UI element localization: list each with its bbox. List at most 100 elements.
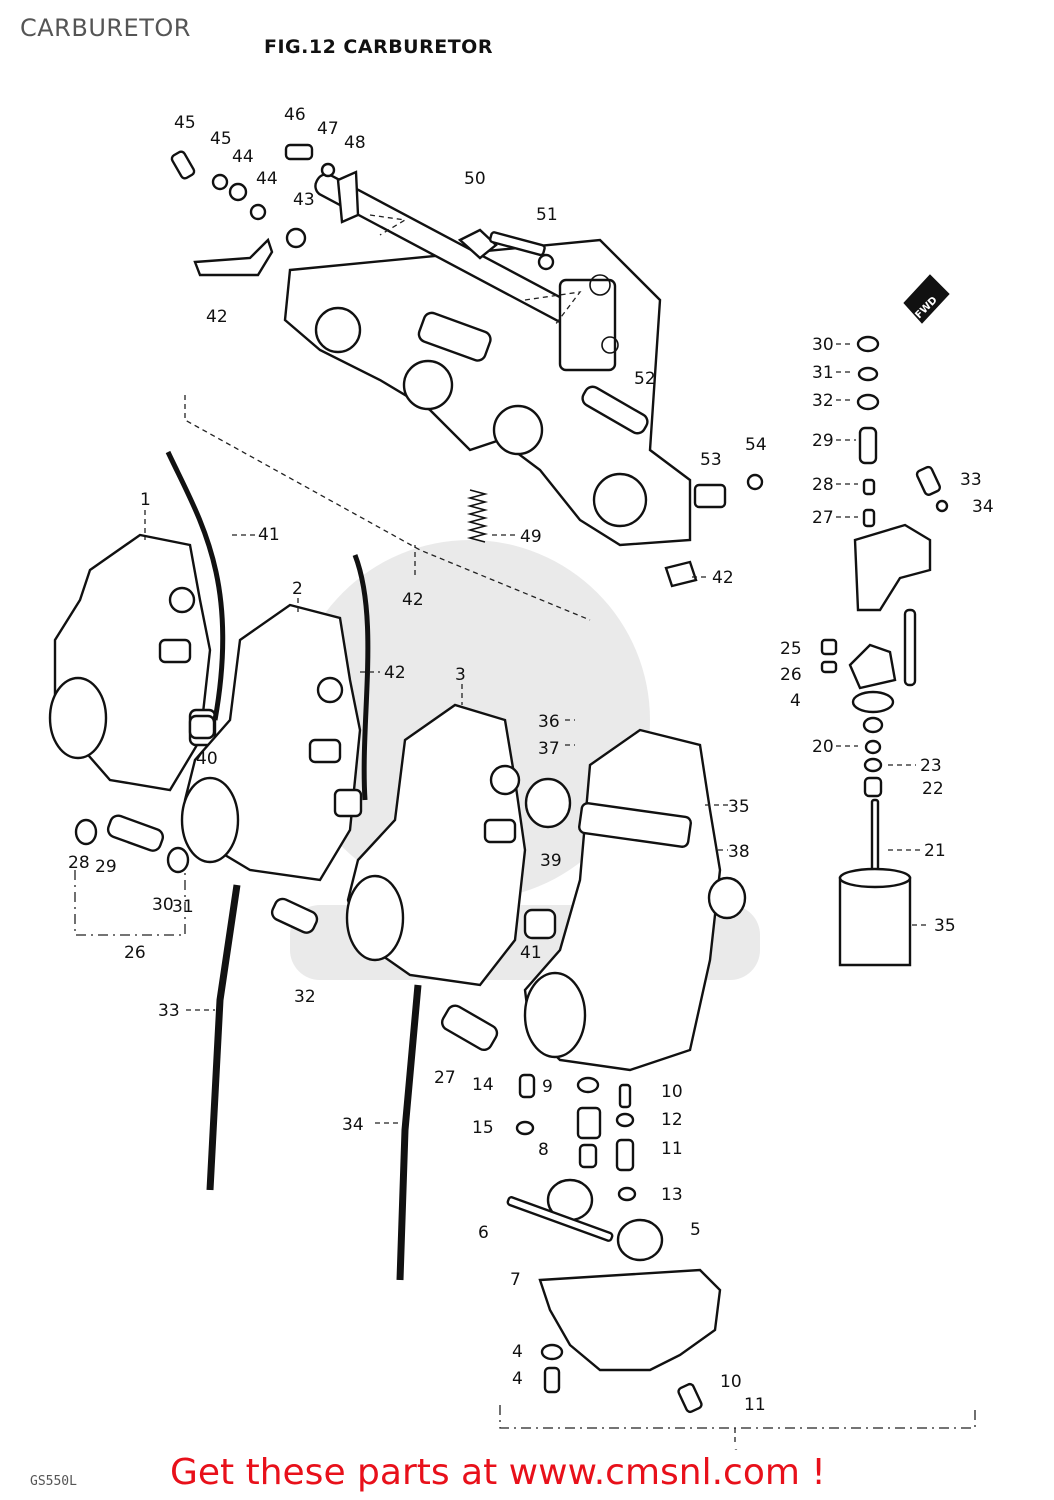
- callout-25-r: 25: [780, 639, 802, 659]
- cmsnl-parts-link[interactable]: Get these parts at www.cmsnl.com !: [170, 1452, 826, 1493]
- callout-42-b: 29: [95, 857, 117, 877]
- carburetor-body-3: [345, 703, 527, 987]
- callout-26-r: 26: [780, 665, 802, 685]
- carburetor-body-2: [180, 603, 363, 882]
- callout-52: 44: [256, 169, 278, 189]
- joint-pieces: [74, 814, 499, 1052]
- throttle-lever: [193, 237, 274, 277]
- callout-46: 41: [258, 525, 280, 545]
- callout-15: 11: [661, 1139, 683, 1159]
- hose-44-left: [206, 884, 241, 1191]
- carburetor-body-4: [523, 728, 747, 1072]
- callout-60: 50: [464, 169, 486, 189]
- callout-27-r: 27: [812, 508, 834, 528]
- callout-5: 4: [512, 1369, 523, 1389]
- callout-19: 15: [472, 1118, 494, 1138]
- callout-50: 42: [206, 307, 228, 327]
- bracket-4: [499, 1405, 976, 1429]
- callout-48: 42: [712, 568, 734, 588]
- fwd-arrow-icon: [903, 274, 950, 324]
- callout-30-r: 30: [812, 335, 834, 355]
- callout-33-r: 33: [960, 470, 982, 490]
- callout-39: 38: [728, 842, 750, 862]
- callout-32-r: 32: [812, 391, 834, 411]
- callout-2: 2: [292, 579, 303, 599]
- callout-45-mid: 41: [520, 943, 542, 963]
- callout-16: 12: [661, 1110, 683, 1130]
- callout-41-group: 26: [124, 943, 146, 963]
- callout-8: 6: [478, 1223, 489, 1243]
- callout-13: 9: [542, 1077, 553, 1097]
- figure-code: GS550L: [30, 1474, 77, 1489]
- callout-55: 45: [174, 113, 196, 133]
- cap-part: [524, 777, 572, 829]
- callout-labels-right: 30 31 32 29 28 27 33 34 25 26 4 20 23 22…: [780, 335, 994, 936]
- callout-63: 53: [700, 450, 722, 470]
- callout-28-r: 28: [812, 475, 834, 495]
- boot-part-45: [523, 908, 557, 940]
- callout-36: 35: [728, 797, 750, 817]
- callout-41-lower: 27: [434, 1068, 456, 1088]
- callout-61: 51: [536, 205, 558, 225]
- throttle-spring: [466, 489, 489, 543]
- boot-part-45b: [188, 714, 216, 740]
- callout-35-r: 35: [934, 916, 956, 936]
- hose-47: [352, 554, 371, 801]
- callout-45-left: 40: [196, 749, 218, 769]
- float-bowl-assembly: [506, 1073, 722, 1414]
- hose-44-right: [396, 984, 422, 1281]
- callout-64: 54: [745, 435, 767, 455]
- callout-49: 42: [402, 590, 424, 610]
- callout-42-c: 30: [152, 895, 174, 915]
- carburetor-exploded-diagram: 45 45 44 44 46 47 48 43 50 51 42 52 53 5…: [48, 105, 994, 1450]
- callout-37: 36: [538, 712, 560, 732]
- callout-42-a: 28: [68, 853, 90, 873]
- callout-12: 8: [538, 1140, 549, 1160]
- callout-21-r: 20: [812, 737, 834, 757]
- callout-4-r: 4: [790, 691, 801, 711]
- callout-54: 45: [210, 129, 232, 149]
- figure-title: FIG.12 CARBURETOR: [264, 36, 493, 58]
- callout-6: 4: [512, 1342, 523, 1362]
- callout-62: 52: [634, 369, 656, 389]
- callout-44-right: 34: [342, 1115, 364, 1135]
- callout-3: 3: [455, 665, 466, 685]
- hose-46: [165, 450, 226, 721]
- bracket-41: [74, 870, 186, 936]
- callout-4-group-text: 4: [729, 1447, 740, 1450]
- callout-14: 10: [661, 1082, 683, 1102]
- callout-56: 46: [284, 105, 306, 125]
- callout-18: 14: [472, 1075, 494, 1095]
- callout-7: 5: [690, 1220, 701, 1240]
- callout-29-r: 29: [812, 431, 834, 451]
- callout-9: 7: [510, 1270, 521, 1290]
- callout-11-text: 11: [744, 1395, 766, 1415]
- callout-51: 43: [293, 190, 315, 210]
- callout-1: 1: [140, 490, 151, 510]
- carburetor-body-1: [48, 533, 217, 792]
- callout-58: 48: [344, 133, 366, 153]
- callout-57: 47: [317, 119, 339, 139]
- callout-59: 49: [520, 527, 542, 547]
- callout-20-r: 21: [924, 841, 946, 861]
- leader-lines: [144, 343, 930, 1124]
- callout-40: 39: [540, 851, 562, 871]
- callout-10-text: 10: [720, 1372, 742, 1392]
- callout-43: 32: [294, 987, 316, 1007]
- callout-31-r: 31: [812, 363, 834, 383]
- callout-17: 13: [661, 1185, 683, 1205]
- page-title: CARBURETOR: [20, 14, 191, 42]
- callout-53: 44: [232, 147, 254, 167]
- callout-labels: 45 45 44 44 46 47 48 43 50 51 42 52 53 5…: [68, 105, 767, 1389]
- callout-34-r: 34: [972, 497, 994, 517]
- callout-44-left: 33: [158, 1001, 180, 1021]
- slide-parts-column: [820, 335, 949, 967]
- linkage-hardware: [170, 143, 764, 588]
- callout-42-d: 31: [172, 897, 194, 917]
- intake-plate-assembly: [283, 173, 692, 547]
- fixed-labels: 10 11 4: [720, 1372, 766, 1450]
- callout-22-r: 22: [922, 779, 944, 799]
- callout-38: 37: [538, 739, 560, 759]
- callout-47: 42: [384, 663, 406, 683]
- callout-23-r: 23: [920, 756, 942, 776]
